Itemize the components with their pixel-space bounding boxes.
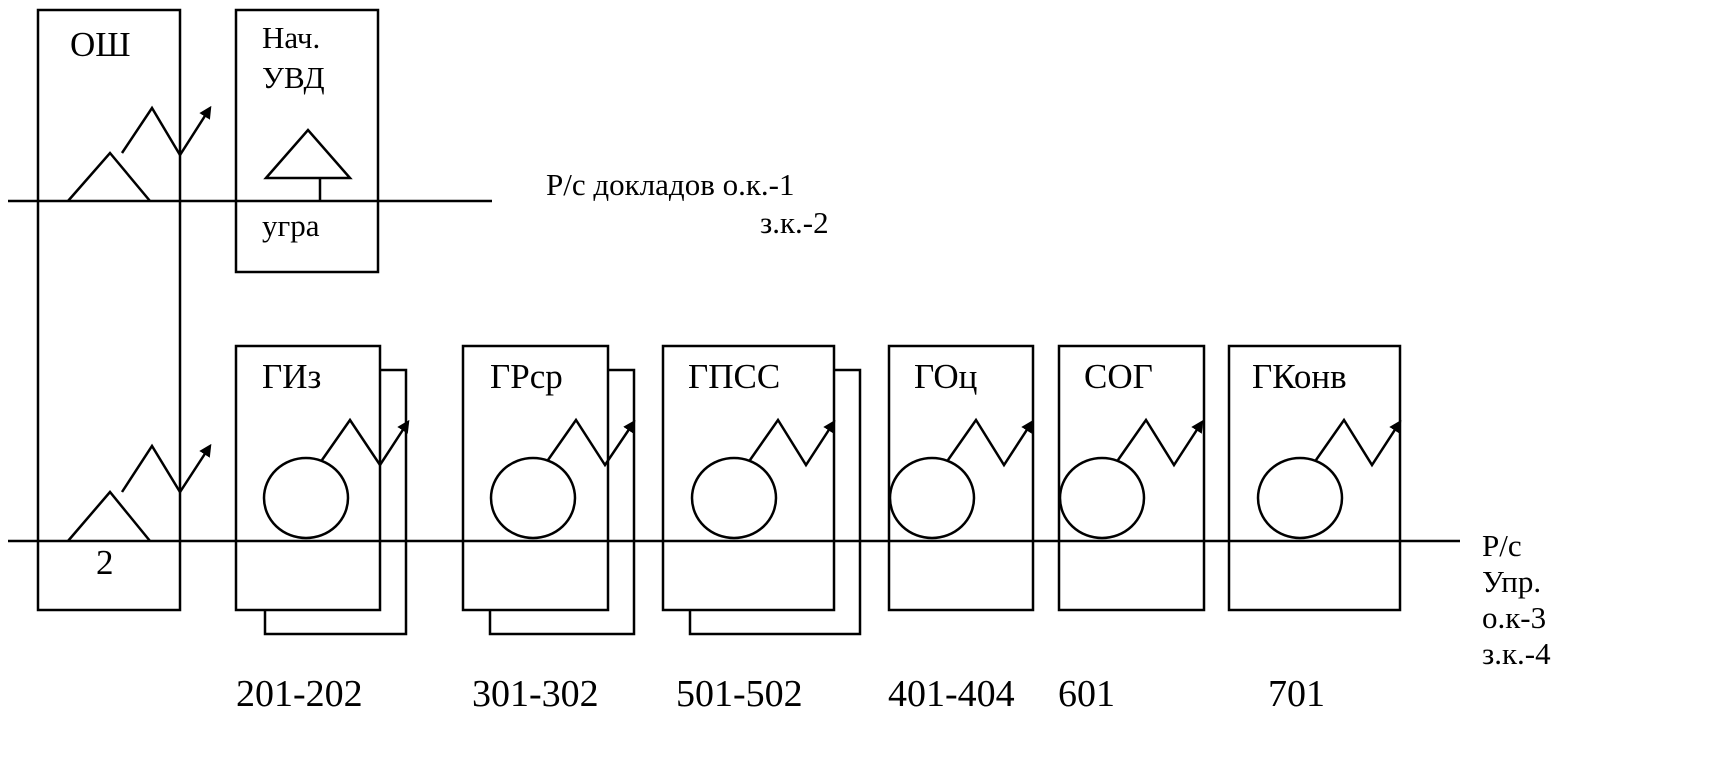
station-circle-icon	[888, 456, 976, 540]
reports-net-label-line2: з.к.-2	[760, 205, 829, 240]
station-circle-icon	[262, 456, 350, 540]
chief-label-line2: УВД	[262, 60, 325, 95]
signal-arrow-icon	[120, 443, 212, 495]
group-gots-code: 401-404	[888, 673, 1015, 715]
signal-arrow-icon	[1314, 417, 1402, 468]
station-circle-icon	[1058, 456, 1146, 540]
signal-arrow-icon	[1116, 417, 1204, 468]
signal-arrow-icon	[946, 417, 1034, 468]
group-gpss-code: 501-502	[676, 673, 803, 715]
signal-arrow-icon	[546, 417, 636, 468]
group-giz-label: ГИз	[262, 357, 321, 396]
radio-antenna-icon	[67, 151, 151, 202]
control-net-label-line4: з.к.-4	[1482, 636, 1551, 671]
group-sog-label: СОГ	[1084, 357, 1153, 396]
radio-antenna-icon	[263, 128, 353, 180]
group-gpss: ГПСС	[661, 344, 862, 636]
station-circle-icon	[489, 456, 577, 540]
headquarters-label: ОШ	[70, 25, 131, 64]
station-circle-icon	[1256, 456, 1344, 540]
headquarters-bottom-label: 2	[96, 543, 114, 582]
group-gkonv-code: 701	[1268, 673, 1325, 715]
group-sog: СОГ	[1057, 344, 1206, 612]
group-grsr-code: 301-302	[472, 673, 599, 715]
group-sog-code: 601	[1058, 673, 1115, 715]
signal-arrow-icon	[748, 417, 836, 468]
control-net-label-line1: Р/с	[1482, 528, 1522, 563]
group-giz-code: 201-202	[236, 673, 363, 715]
chief-label-line1: Нач.	[262, 20, 320, 55]
signal-arrow-icon	[120, 105, 212, 158]
radio-antenna-icon	[67, 490, 151, 542]
control-net-label-line3: о.к-3	[1482, 600, 1546, 635]
chief-box: Нач. УВД угра	[234, 8, 380, 274]
group-gpss-label: ГПСС	[688, 357, 780, 396]
signal-arrow-icon	[320, 417, 410, 468]
group-gkonv: ГКонв	[1227, 344, 1402, 612]
reports-net-label-line1: Р/с докладов о.к.-1	[546, 167, 794, 202]
group-grsr: ГРср	[461, 344, 636, 636]
group-grsr-label: ГРср	[490, 357, 563, 396]
group-gots-label: ГОц	[914, 357, 977, 396]
headquarters-box: ОШ 2	[36, 8, 212, 612]
group-gots: ГОц	[887, 344, 1035, 612]
chief-bottom-label: угра	[262, 208, 320, 243]
group-giz: ГИз	[234, 344, 410, 636]
control-net-label-line2: Упр.	[1482, 564, 1541, 599]
group-gkonv-label: ГКонв	[1252, 357, 1347, 396]
station-circle-icon	[690, 456, 778, 540]
